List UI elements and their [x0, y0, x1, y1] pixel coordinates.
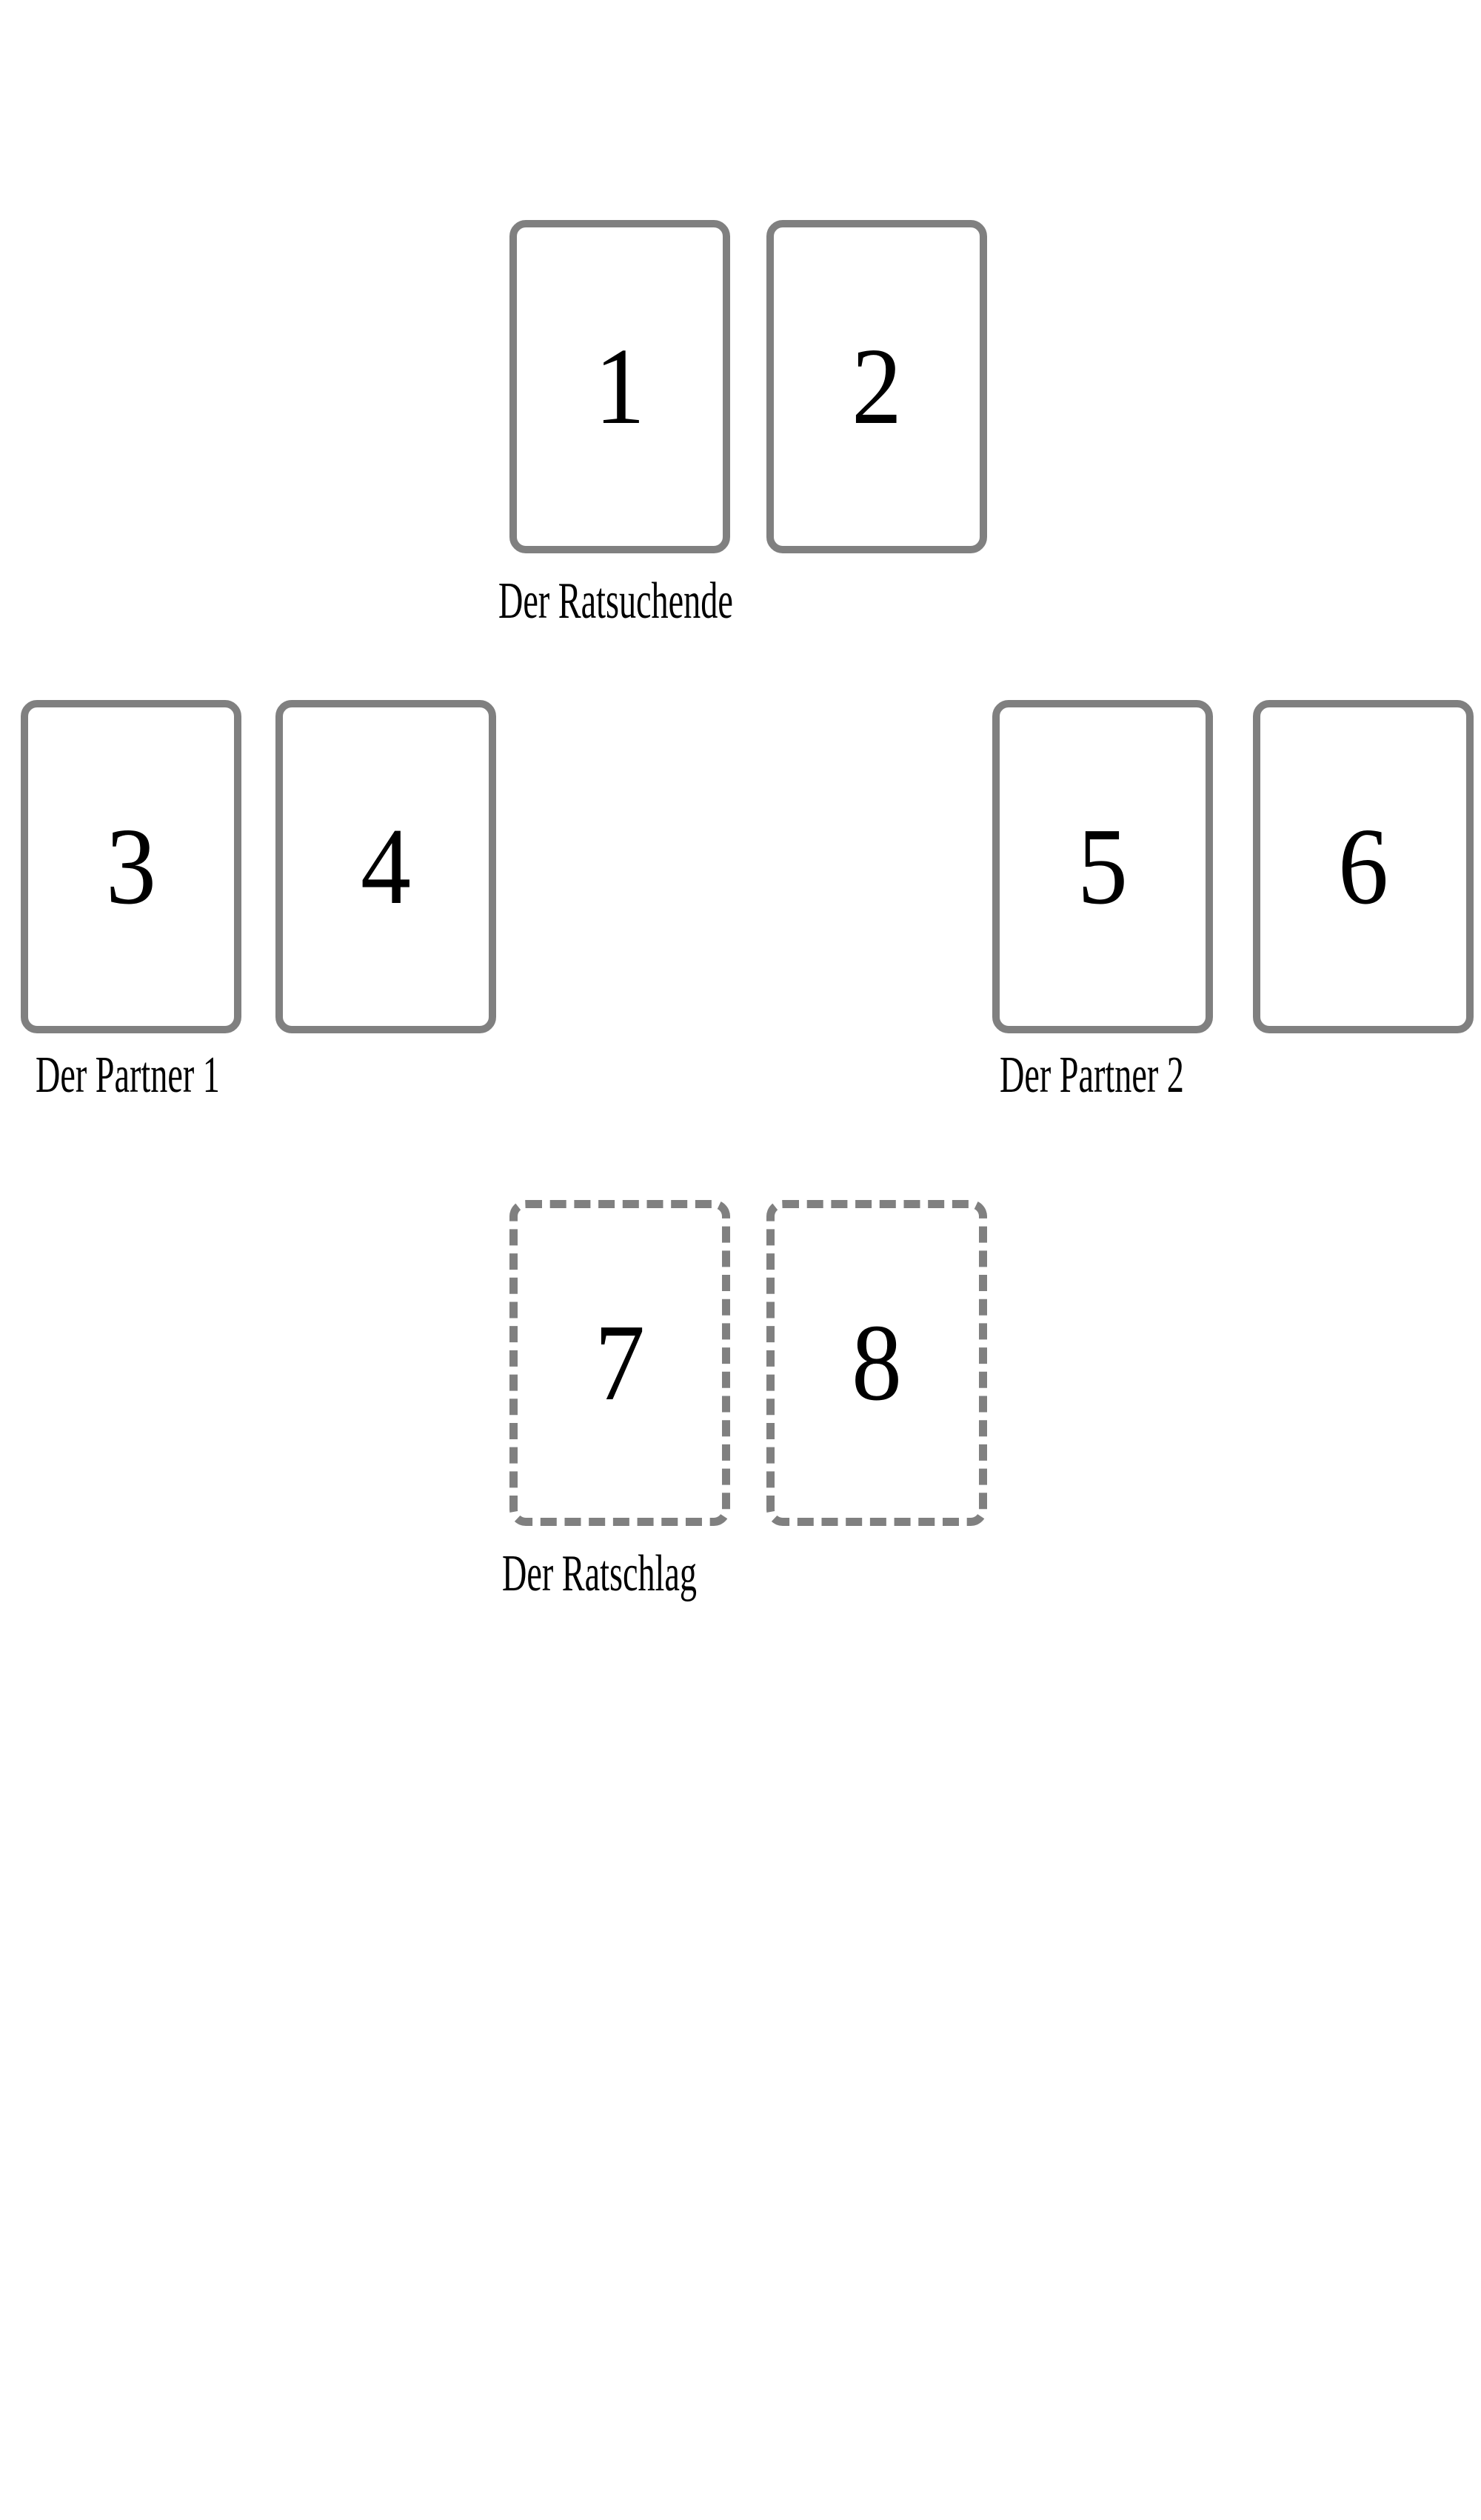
- card-number: 5: [1077, 806, 1129, 927]
- card-number: 6: [1337, 806, 1389, 927]
- card-slot-4[interactable]: 4: [275, 700, 496, 1033]
- card-slot-6[interactable]: 6: [1253, 700, 1474, 1033]
- card-group-ratsuchende: 1 2 Der Ratsuchende: [498, 220, 987, 627]
- card-group-label-partner1: Der Partner 1: [36, 1047, 220, 1104]
- card-number: 3: [105, 806, 157, 927]
- card-number: 2: [851, 326, 903, 447]
- card-row: 7 8: [509, 1200, 987, 1526]
- card-slot-1[interactable]: 1: [509, 220, 730, 553]
- card-slot-7[interactable]: 7: [509, 1200, 730, 1526]
- card-number: 1: [594, 326, 646, 447]
- card-group-partner2: 5 6 Der Partner 2: [992, 700, 1474, 1101]
- card-slot-8[interactable]: 8: [766, 1200, 987, 1526]
- card-group-ratschlag: 7 8 Der Ratschlag: [502, 1200, 987, 1600]
- card-number: 8: [851, 1302, 903, 1424]
- card-group-label-ratsuchende: Der Ratsuchende: [498, 573, 733, 630]
- card-row: 3 4: [21, 700, 496, 1033]
- card-number: 4: [360, 806, 412, 927]
- card-row: 1 2: [509, 220, 987, 553]
- card-number: 7: [594, 1302, 646, 1424]
- card-group-label-partner2: Der Partner 2: [1000, 1047, 1184, 1104]
- card-slot-3[interactable]: 3: [21, 700, 241, 1033]
- card-slot-5[interactable]: 5: [992, 700, 1213, 1033]
- card-group-partner1: 3 4 Der Partner 1: [21, 700, 496, 1101]
- card-slot-2[interactable]: 2: [766, 220, 987, 553]
- card-group-label-ratschlag: Der Ratschlag: [502, 1545, 697, 1602]
- card-row: 5 6: [992, 700, 1474, 1033]
